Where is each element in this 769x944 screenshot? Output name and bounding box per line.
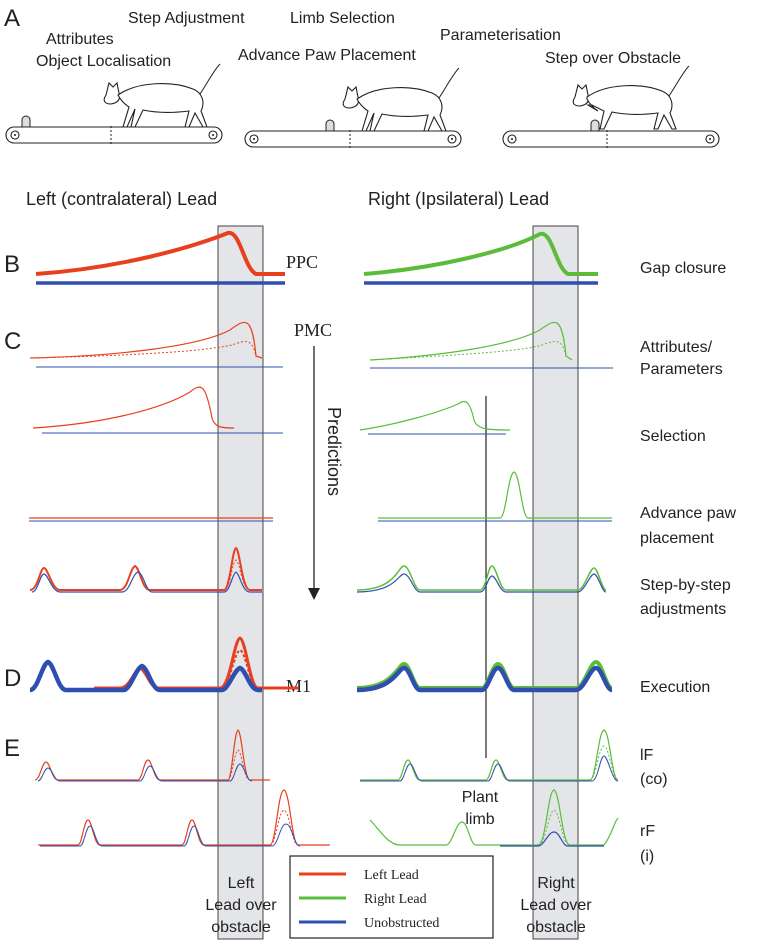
bottom-label-left-2: Lead over xyxy=(205,897,277,914)
row-label-lf-co: (co) xyxy=(640,771,668,788)
treadmill-1 xyxy=(5,115,223,146)
bottom-label-left-1: Left xyxy=(228,875,255,892)
legend-label-right-lead: Right Lead xyxy=(364,892,427,907)
trace-e2-right-unobstructed xyxy=(500,831,604,847)
trace-c4-left-lead-dotted xyxy=(223,559,251,591)
column-header-left: Left (contralateral) Lead xyxy=(26,189,217,209)
panel-label-a: A xyxy=(4,5,20,32)
trace-e2-left-lead-dotted xyxy=(269,809,299,846)
row-label-parameters: Parameters xyxy=(640,361,723,378)
trace-c4-right-unobstructed xyxy=(356,573,607,593)
trace-b-right-lead xyxy=(363,231,598,276)
legend: Left Lead Right Lead Unobstructed xyxy=(289,855,494,939)
legend-label-unobstructed: Unobstructed xyxy=(364,916,439,931)
trace-e1-right-lead xyxy=(360,729,619,781)
stage-label-attributes: Attributes xyxy=(46,31,114,48)
row-label-adjustments: adjustments xyxy=(640,601,726,618)
cat-2 xyxy=(342,67,460,132)
row-label-execution: Execution xyxy=(640,679,710,696)
area-label-m1: M1 xyxy=(286,676,311,696)
bottom-label-right-3: obstacle xyxy=(526,919,586,936)
trace-e1-left-unobstructed xyxy=(37,763,253,782)
obstacle-window-left xyxy=(217,225,264,940)
stage-label-object-localisation: Object Localisation xyxy=(36,53,171,70)
stage-label-limb-selection: Limb Selection xyxy=(290,10,395,27)
panel-label-c: C xyxy=(4,328,21,355)
trace-e2-right-lead-dotted xyxy=(537,809,571,846)
cat-3 xyxy=(572,65,690,130)
row-label-attributes: Attributes/ xyxy=(640,339,713,356)
row-label-placement: placement xyxy=(640,530,714,547)
row-label-selection: Selection xyxy=(640,428,706,445)
trace-d-right-unobstructed xyxy=(356,665,613,693)
trace-e1-right-unobstructed xyxy=(360,755,619,782)
trace-b-left-lead xyxy=(35,231,285,276)
row-label-rf-i: (i) xyxy=(640,848,654,865)
trace-c1-left-lead-dotted xyxy=(29,341,257,359)
predictions-arrow xyxy=(308,346,320,600)
row-label-gap-closure: Gap closure xyxy=(640,260,726,277)
area-label-pmc: PMC xyxy=(294,320,332,340)
stage-label-step-over: Step over Obstacle xyxy=(545,50,681,67)
stage-label-advance-paw: Advance Paw Placement xyxy=(238,47,416,64)
row-label-rf: rF xyxy=(640,823,655,840)
trace-d-right-lead xyxy=(356,659,613,690)
bottom-label-right-2: Lead over xyxy=(520,897,592,914)
plant-limb-label-2: limb xyxy=(465,811,494,828)
area-label-ppc: PPC xyxy=(286,252,318,272)
trace-c2-left-lead xyxy=(32,386,235,429)
row-label-lf: lF xyxy=(640,747,654,764)
trace-c4-left-lead xyxy=(29,546,262,591)
treadmill-2 xyxy=(244,119,462,150)
trace-c1-left-lead xyxy=(29,321,263,359)
trace-e2-left-unobstructed xyxy=(40,823,301,847)
plant-limb-label-1: Plant xyxy=(462,789,499,806)
trace-e2-left-lead xyxy=(38,789,330,846)
trace-e1-right-lead-dotted xyxy=(589,745,619,781)
stage-label-step-adjustment: Step Adjustment xyxy=(128,10,245,27)
predictions-label: Predictions xyxy=(324,407,344,496)
trace-c4-left-unobstructed xyxy=(31,571,262,593)
trace-d-left-lead-dotted xyxy=(219,648,259,689)
legend-label-left-lead: Left Lead xyxy=(364,868,419,883)
row-label-advance-paw: Advance paw xyxy=(640,505,737,522)
panel-label-b: B xyxy=(4,251,20,278)
trace-c4-right-lead xyxy=(356,565,607,591)
panel-label-e: E xyxy=(4,735,20,762)
trace-d-left-lead xyxy=(94,636,298,690)
trace-d-left-unobstructed xyxy=(29,659,262,693)
trace-c1-right-lead xyxy=(369,321,573,361)
bottom-label-left-3: obstacle xyxy=(211,919,271,936)
treadmill-3 xyxy=(502,119,720,150)
bottom-label-right-1: Right xyxy=(537,875,575,892)
panel-label-d: D xyxy=(4,665,21,692)
trace-e1-left-lead xyxy=(34,729,270,781)
row-label-step-by-step: Step-by-step xyxy=(640,577,731,594)
cat-1 xyxy=(103,63,221,128)
stage-label-parameterisation: Parameterisation xyxy=(440,27,561,44)
column-header-right: Right (Ipsilateral) Lead xyxy=(368,189,549,209)
trace-c2-right-lead xyxy=(359,400,511,431)
trace-c3-right-lead xyxy=(378,471,612,519)
obstacle-window-right xyxy=(532,225,579,940)
